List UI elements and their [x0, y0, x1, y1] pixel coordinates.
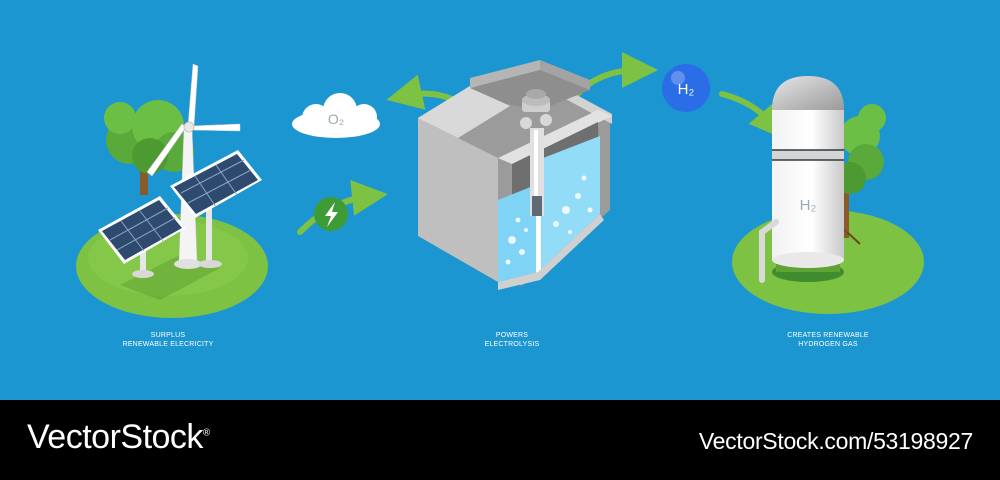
- water-right: [538, 136, 600, 272]
- image-id-credit: VectorStock.com/53198927: [698, 428, 973, 454]
- electrolyzer: [418, 60, 612, 290]
- oxygen-cloud: O₂: [292, 93, 380, 138]
- renewable-energy-island: [76, 63, 268, 318]
- watermark-footer: VectorStock® VectorStock.com/53198927: [0, 400, 1000, 480]
- step-caption-line2: ELECTROLYSIS: [484, 341, 540, 348]
- step-caption-line1: POWERS: [495, 332, 529, 339]
- step-caption-line2: HYDROGEN GAS: [798, 341, 858, 348]
- solar-panel-front: [98, 196, 186, 278]
- hydrogen-storage-island: H₂: [732, 76, 924, 314]
- hydrogen-output: H₂: [567, 52, 786, 140]
- brand-logo: VectorStock®: [27, 418, 210, 457]
- electrode: [520, 89, 552, 216]
- step-caption-renewable: SURPLUS RENEWABLE ELECRICITY: [68, 331, 268, 349]
- step-caption-line2: RENEWABLE ELECRICITY: [122, 341, 214, 348]
- step-caption-hydrogen: CREATES RENEWABLE HYDROGEN GAS: [728, 331, 928, 349]
- brand-name: VectorStock: [27, 418, 203, 456]
- hydrogen-bubble: [662, 64, 710, 112]
- oxygen-label: O₂: [328, 111, 344, 127]
- electricity-flow: [297, 179, 388, 235]
- step-caption-electrolysis: POWERS ELECTROLYSIS: [412, 331, 612, 349]
- hydrogen-bubble-label: H₂: [678, 81, 695, 98]
- tank-label: H₂: [800, 197, 817, 214]
- arrow-to-tank: [719, 91, 786, 140]
- solar-panel-back: [170, 150, 262, 268]
- lightning-icon: [325, 202, 338, 227]
- step-caption-line1: SURPLUS: [150, 332, 186, 339]
- step-caption-line1: CREATES RENEWABLE: [787, 332, 869, 339]
- tree-right: [829, 104, 886, 245]
- hydrogen-tank: H₂: [759, 76, 844, 283]
- water-bubbles: [505, 175, 593, 265]
- water-left: [498, 184, 538, 282]
- registered-mark: ®: [202, 427, 210, 439]
- hydrogen-process-diagram: O₂ H₂: [76, 52, 924, 318]
